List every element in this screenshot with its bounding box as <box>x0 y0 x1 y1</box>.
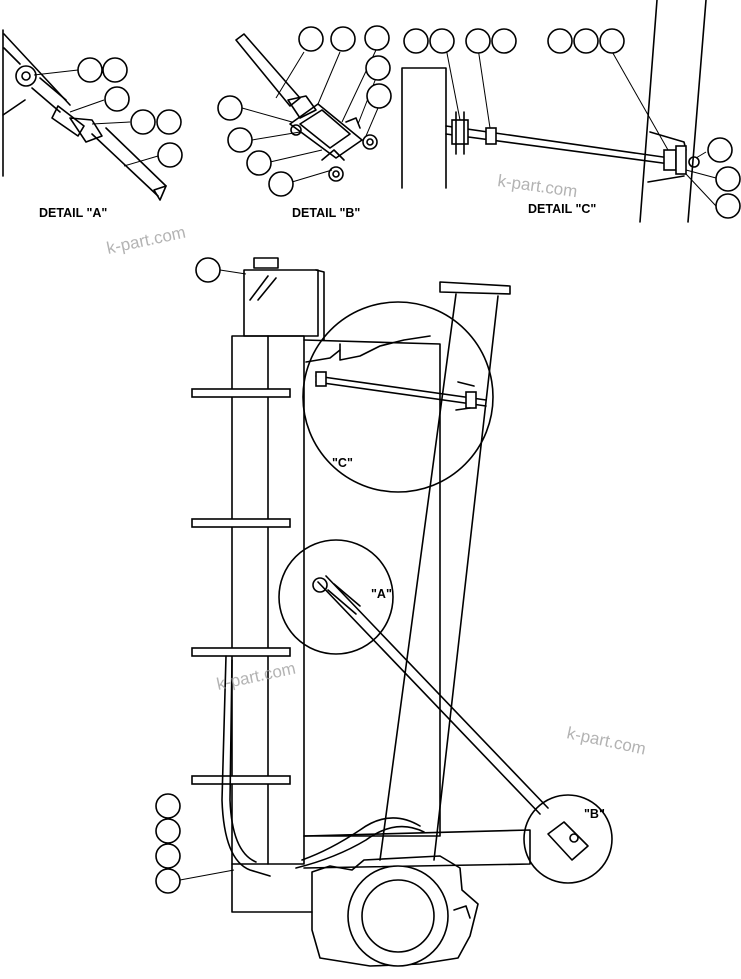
part-balloon <box>157 142 183 168</box>
detail-a-balloons <box>77 57 183 168</box>
detail-c-circle-content <box>315 371 487 411</box>
part-balloon <box>130 109 156 135</box>
detail-c-circle <box>302 301 494 493</box>
part-balloon <box>365 55 391 81</box>
detail-a-circle <box>278 539 394 655</box>
part-balloon <box>227 127 253 153</box>
detail-a-circle-content <box>312 577 361 615</box>
part-balloon <box>104 86 130 112</box>
part-balloon <box>599 28 625 54</box>
part-balloon <box>573 28 599 54</box>
part-balloon <box>155 868 181 894</box>
detail-c-leaders <box>445 47 717 207</box>
part-balloon <box>715 166 741 192</box>
part-balloon <box>155 843 181 869</box>
detail-c-drawing <box>401 0 707 223</box>
detail-b-label: DETAIL "B" <box>292 206 360 220</box>
part-balloon <box>429 28 455 54</box>
detail-a-leaders <box>33 69 159 167</box>
detail-b-drawing <box>235 33 378 182</box>
detail-c-label: DETAIL "C" <box>528 202 596 216</box>
main-leaders <box>179 269 247 881</box>
callout-a-label: "A" <box>371 587 392 601</box>
main-assembly <box>191 257 549 967</box>
watermark: k-part.com <box>105 223 187 258</box>
part-balloon <box>403 28 429 54</box>
part-balloon <box>155 818 181 844</box>
detail-b-balloons <box>217 25 392 197</box>
detail-b-circle <box>523 794 613 884</box>
watermark: k-part.com <box>565 723 647 758</box>
part-balloon <box>217 95 243 121</box>
part-balloon <box>156 109 182 135</box>
part-balloon <box>366 83 392 109</box>
part-balloon <box>707 137 733 163</box>
part-balloon <box>491 28 517 54</box>
part-balloon <box>246 150 272 176</box>
detail-a-drawing <box>2 29 167 201</box>
part-balloon <box>155 793 181 819</box>
watermark: k-part.com <box>215 659 297 694</box>
part-balloon <box>77 57 103 83</box>
part-balloon <box>195 257 221 283</box>
callout-c-label: "C" <box>332 456 353 470</box>
part-balloon <box>715 193 741 219</box>
part-balloon <box>330 26 356 52</box>
main-balloons <box>155 257 221 894</box>
part-balloon <box>298 26 324 52</box>
detail-a-label: DETAIL "A" <box>39 206 107 220</box>
part-balloon <box>102 57 128 83</box>
callout-b-label: "B" <box>584 807 605 821</box>
watermark: k-part.com <box>496 171 578 201</box>
part-balloon <box>547 28 573 54</box>
part-balloon <box>364 25 390 51</box>
part-balloon <box>268 171 294 197</box>
detail-c-balloons <box>403 28 741 219</box>
part-balloon <box>465 28 491 54</box>
detail-b-circle-content <box>547 821 589 861</box>
